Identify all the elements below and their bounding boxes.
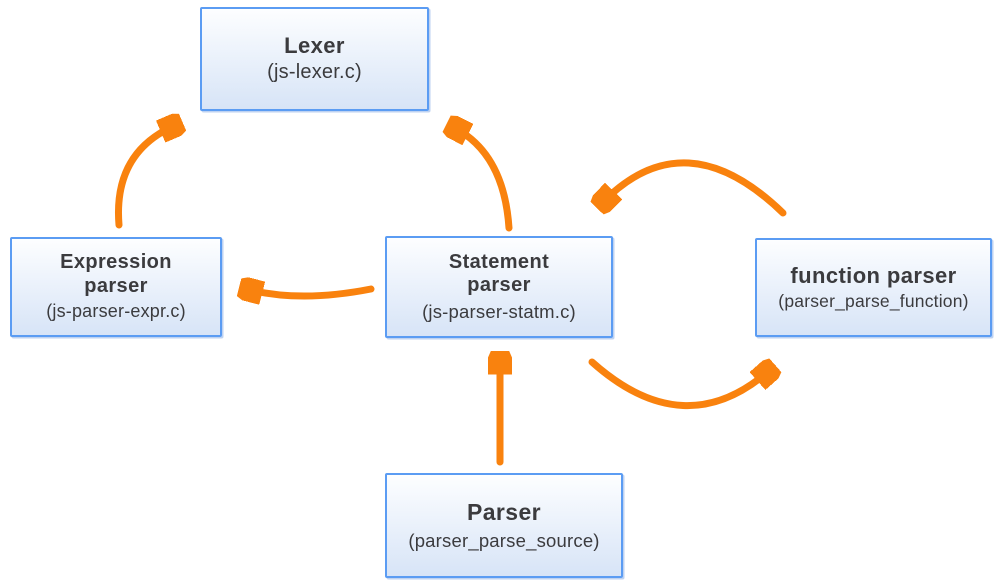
arrow-statement-parser-to-expression-parser	[246, 289, 375, 296]
arrow-statement-parser-to-function-parser	[588, 362, 770, 410]
arrow-statement-parser-to-lexer	[453, 127, 513, 232]
node-lexer-title: Lexer	[284, 32, 345, 58]
node-lexer: Lexer (js-lexer.c)	[200, 7, 429, 111]
node-function-parser-title: function parser	[790, 262, 957, 288]
node-lexer-subtitle: (js-lexer.c)	[267, 61, 362, 84]
node-expression-parser-subtitle: (js-parser-expr.c)	[46, 301, 186, 322]
node-statement-parser-title: Statement parser	[448, 250, 550, 297]
node-function-parser: function parser (parser_parse_function)	[755, 238, 992, 337]
node-expression-parser: Expression parser (js-parser-expr.c)	[10, 237, 222, 337]
node-statement-parser-subtitle: (js-parser-statm.c)	[422, 301, 576, 323]
node-function-parser-subtitle: (parser_parse_function)	[778, 290, 969, 311]
node-parser-title: Parser	[466, 499, 542, 526]
node-statement-parser: Statement parser (js-parser-statm.c)	[385, 236, 613, 338]
node-parser-subtitle: (parser_parse_source)	[408, 529, 600, 551]
node-expression-parser-title: Expression parser	[60, 251, 172, 297]
node-parser: Parser (parser_parse_source)	[385, 473, 623, 578]
arrow-expression-parser-to-lexer	[114, 125, 176, 229]
arrow-function-parser-to-statement-parser	[602, 159, 787, 217]
